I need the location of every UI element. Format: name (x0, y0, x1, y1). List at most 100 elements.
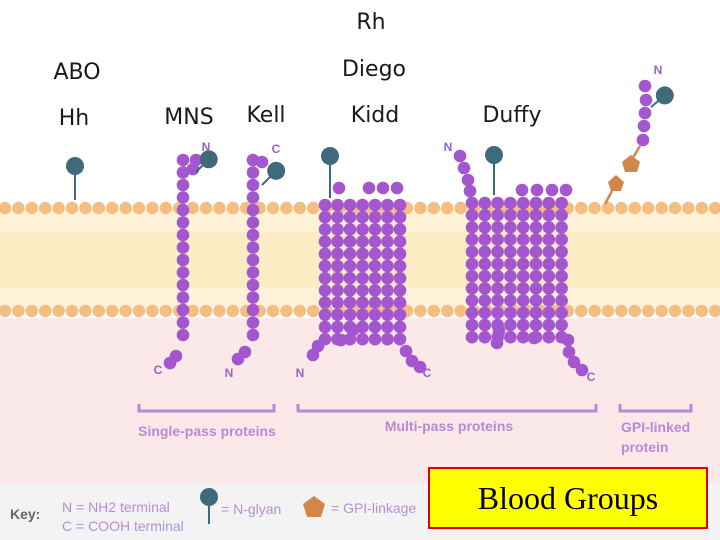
amino-acid-bead (246, 266, 260, 279)
amino-acid-bead (331, 235, 344, 248)
amino-acid-bead (368, 320, 382, 334)
amino-acid-bead (176, 291, 190, 304)
amino-acid-bead (529, 306, 543, 320)
glycan-head (655, 86, 674, 105)
lipid-head (414, 304, 427, 318)
single-pass-label: Single-pass proteins (138, 423, 276, 439)
lipid-head (695, 304, 708, 318)
lipid-head (226, 304, 239, 318)
amino-acid-bead (356, 247, 369, 261)
lipid-head (213, 304, 226, 318)
amino-acid-bead (465, 196, 479, 210)
gpi-anchor-icon (608, 175, 624, 191)
amino-acid-bead (478, 294, 492, 307)
amino-acid-bead (246, 178, 260, 192)
amino-acid-bead (516, 208, 530, 222)
amino-acid-bead (504, 196, 517, 210)
amino-acid-bead (516, 282, 530, 295)
amino-acid-bead (356, 235, 369, 248)
amino-acid-bead (381, 235, 394, 248)
amino-acid-bead (478, 306, 492, 320)
extracellular-background (0, 0, 720, 200)
amino-acid-bead (461, 173, 475, 187)
lipid-head (12, 304, 25, 318)
gpi-n-terminal: N (654, 63, 663, 77)
lipid-head (615, 304, 628, 318)
amino-acid-bead (318, 259, 332, 273)
amino-acid-bead (346, 323, 360, 337)
gpi-label-line2: protein (621, 439, 668, 455)
amino-acid-bead (318, 235, 332, 248)
amino-acid-bead (331, 284, 344, 297)
amino-acid-bead (368, 247, 382, 261)
lipid-head (25, 304, 38, 318)
amino-acid-bead (176, 191, 190, 204)
lipid-head (668, 304, 682, 318)
lipid-head (106, 304, 119, 318)
amino-acid-bead (343, 223, 357, 236)
amino-acid-bead (516, 245, 530, 259)
amino-acid-bead (491, 196, 504, 210)
amino-acid-bead (575, 363, 589, 377)
amino-acid-bead (542, 196, 556, 210)
amino-acid-bead (516, 221, 530, 234)
lipid-head (92, 304, 106, 318)
lipid-head (441, 304, 454, 318)
amino-acid-bead (176, 178, 190, 192)
amino-acid-bead (555, 245, 568, 259)
amino-acid-bead (246, 216, 260, 229)
amino-acid-bead (504, 208, 517, 222)
amino-acid-bead (529, 245, 543, 259)
amino-acid-bead (516, 233, 530, 246)
amino-acid-bead (529, 221, 543, 234)
amino-acid-bead (343, 259, 357, 273)
amino-acid-bead (246, 316, 260, 329)
group-label-hh: Hh (59, 106, 90, 131)
lipid-head (213, 201, 226, 215)
amino-acid-bead (176, 203, 190, 217)
amino-acid-bead (478, 208, 492, 222)
amino-acid-bead (393, 210, 407, 224)
lipid-head (0, 304, 12, 318)
amino-acid-bead (381, 271, 394, 285)
amino-acid-bead (246, 166, 260, 179)
amino-acid-bead (368, 210, 382, 224)
amino-acid-bead (393, 259, 407, 273)
amino-acid-bead (381, 198, 394, 212)
amino-acid-bead (231, 352, 245, 366)
amino-acid-bead (465, 294, 479, 307)
glycan-head (321, 147, 339, 165)
lipid-head (159, 304, 172, 318)
proteins (66, 79, 674, 377)
amino-acid-bead (343, 198, 357, 212)
amino-acid-bead (555, 318, 568, 332)
lipid-head (79, 304, 92, 318)
lipid-head (668, 201, 682, 215)
amino-acid-bead (465, 282, 479, 295)
amino-acid-bead (463, 184, 477, 198)
amino-acid-bead (492, 324, 506, 338)
lipid-head (601, 201, 615, 215)
amino-acid-bead (542, 318, 556, 332)
lipid-head (226, 201, 239, 215)
kidd-n-terminal: N (296, 366, 305, 380)
amino-acid-bead (176, 278, 190, 292)
lipid-head (39, 201, 52, 215)
lipid-head (92, 201, 106, 215)
amino-acid-bead (356, 296, 369, 309)
lipid-head (52, 201, 65, 215)
amino-acid-bead (368, 259, 382, 273)
amino-acid-bead (457, 161, 471, 175)
amino-acid-bead (356, 308, 369, 322)
amino-acid-bead (555, 269, 568, 283)
amino-acid-bead (362, 181, 376, 195)
amino-acid-bead (491, 245, 504, 259)
amino-acid-bead (381, 320, 394, 334)
amino-acid-bead (555, 282, 568, 295)
lipid-head (307, 304, 320, 318)
amino-acid-bead (318, 308, 332, 322)
amino-acid-bead (176, 216, 190, 229)
amino-acid-bead (529, 257, 543, 271)
group-label-duffy: Duffy (482, 103, 541, 128)
